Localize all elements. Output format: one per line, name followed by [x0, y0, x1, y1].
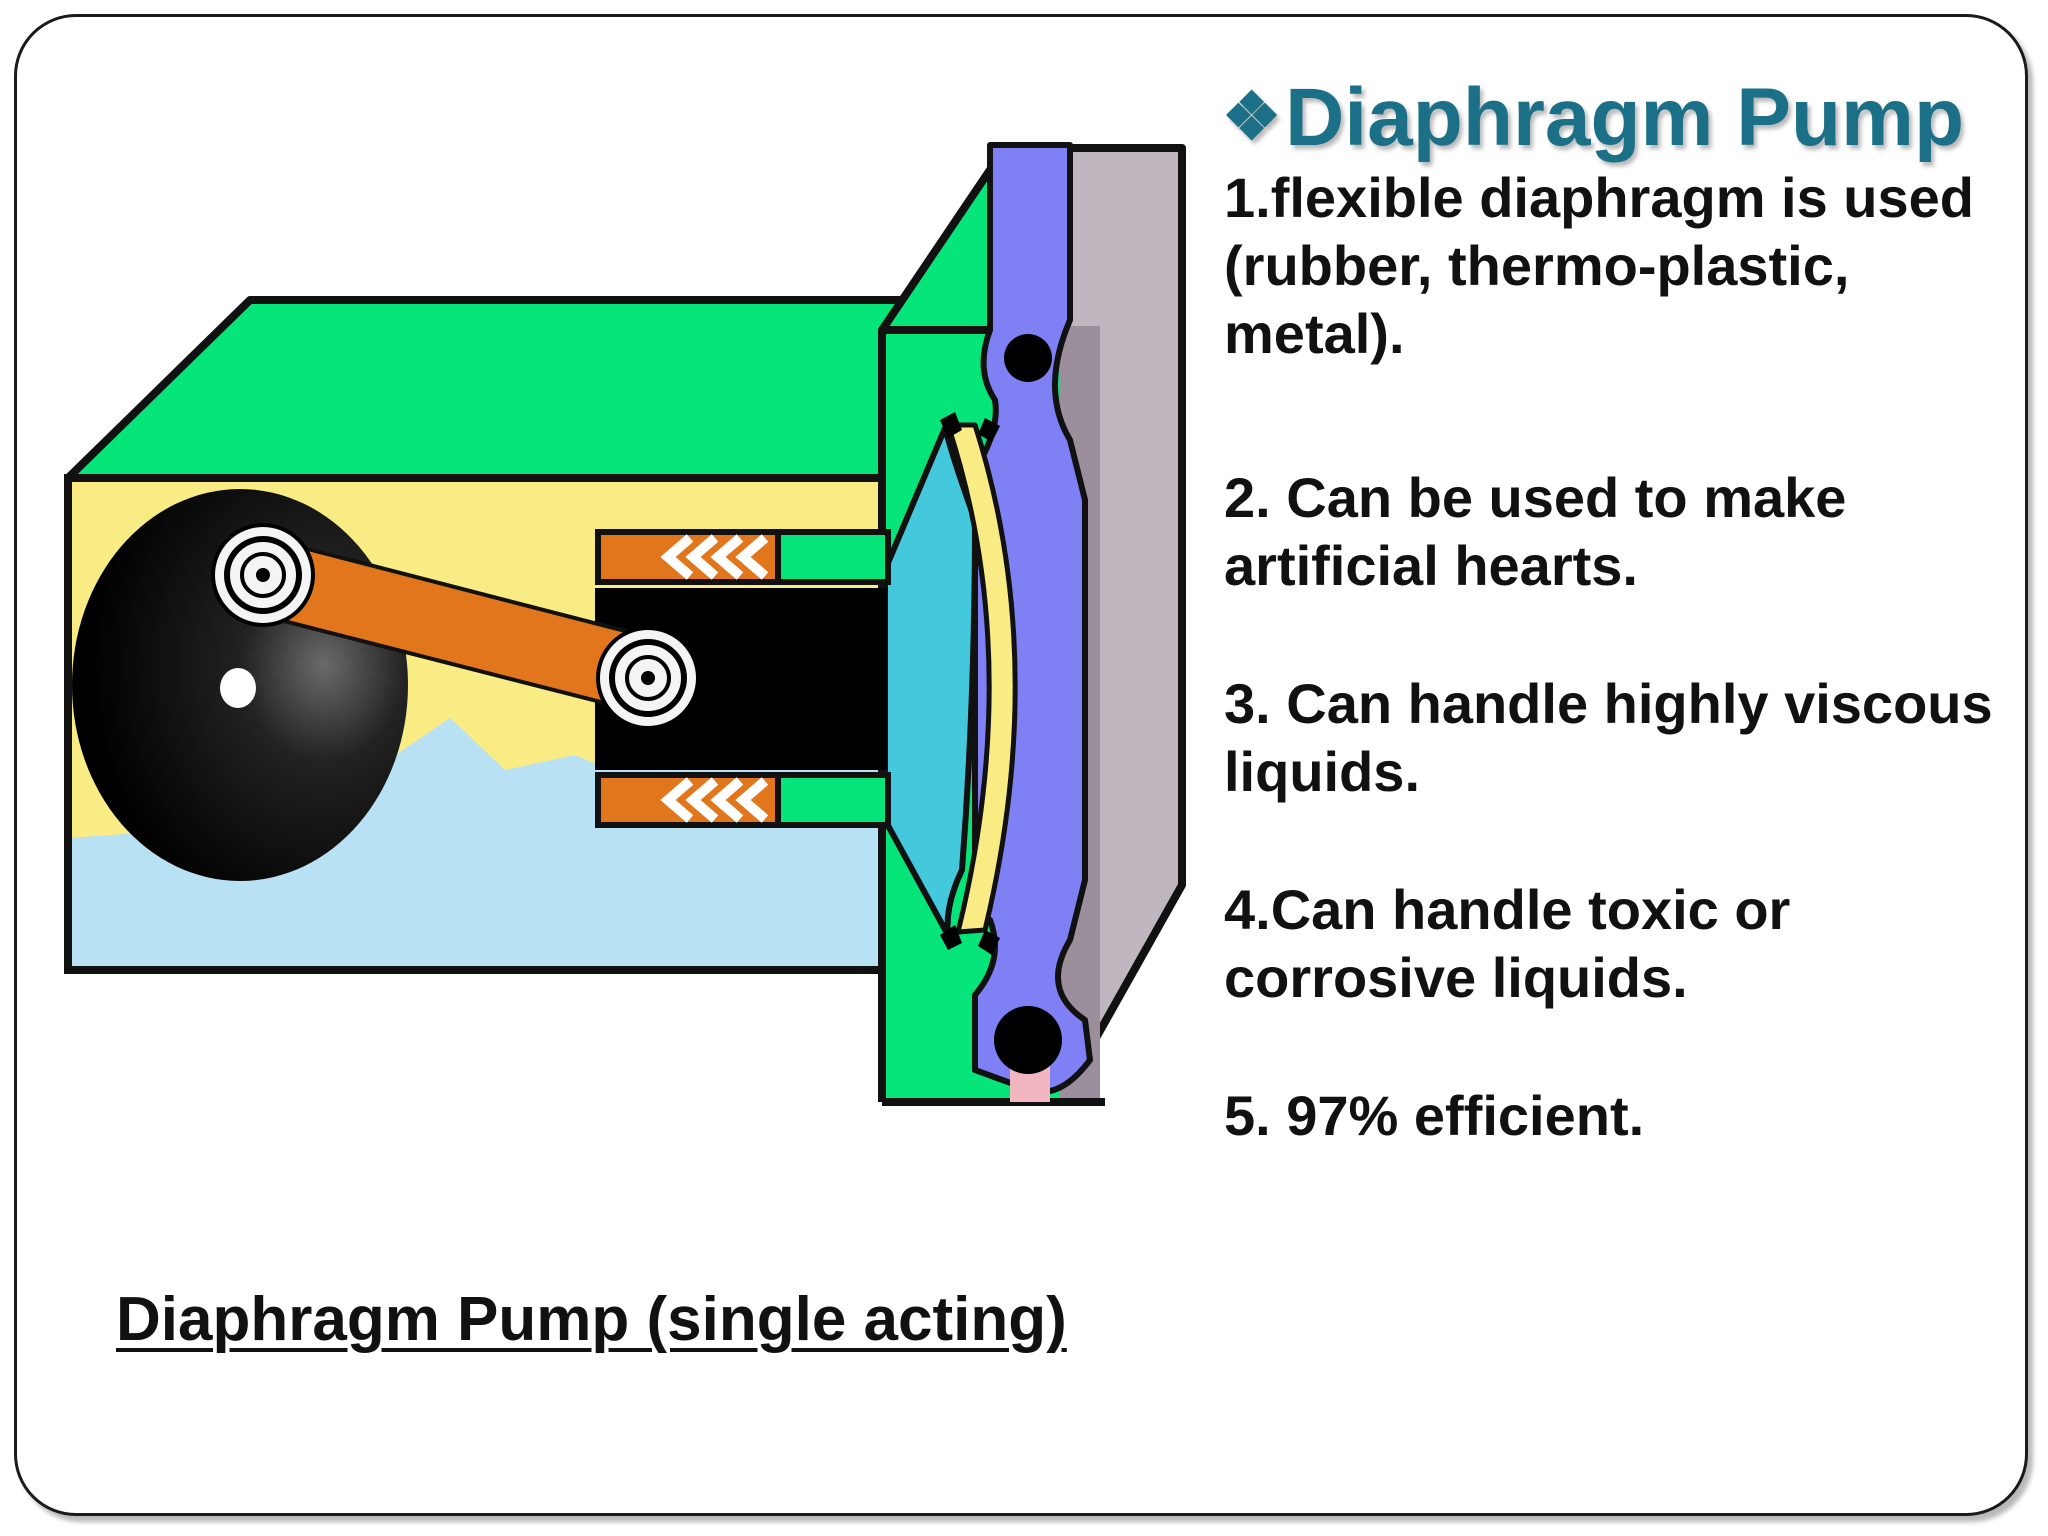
diagram-caption: Diaphragm Pump (single acting) [116, 1285, 1067, 1354]
crankcase-top [64, 296, 939, 482]
list-item: 3. Can handle highly viscous liquids. [1224, 672, 1993, 803]
discharge-valve-ball [994, 1006, 1062, 1074]
suction-valve-ball [1004, 334, 1052, 382]
crank-pin [211, 523, 315, 627]
list-item: 2. Can be used to make artificial hearts… [1224, 466, 1847, 597]
seal-lower [595, 772, 891, 828]
diaphragm-clamps [940, 412, 1000, 955]
diamond-bullet-icon: ❖ [1222, 79, 1282, 153]
slide-title: ❖Diaphragm Pump [1222, 68, 1964, 166]
slide-title-text: Diaphragm Pump [1285, 72, 1965, 163]
list-item: 4.Can handle toxic or corrosive liquids. [1224, 878, 1791, 1009]
wrist-pin [596, 626, 700, 730]
list-item: 5. 97% efficient. [1224, 1084, 1645, 1147]
list-item: 1.flexible diaphragm is used (rubber, th… [1224, 166, 1975, 365]
seal-upper [595, 529, 891, 585]
